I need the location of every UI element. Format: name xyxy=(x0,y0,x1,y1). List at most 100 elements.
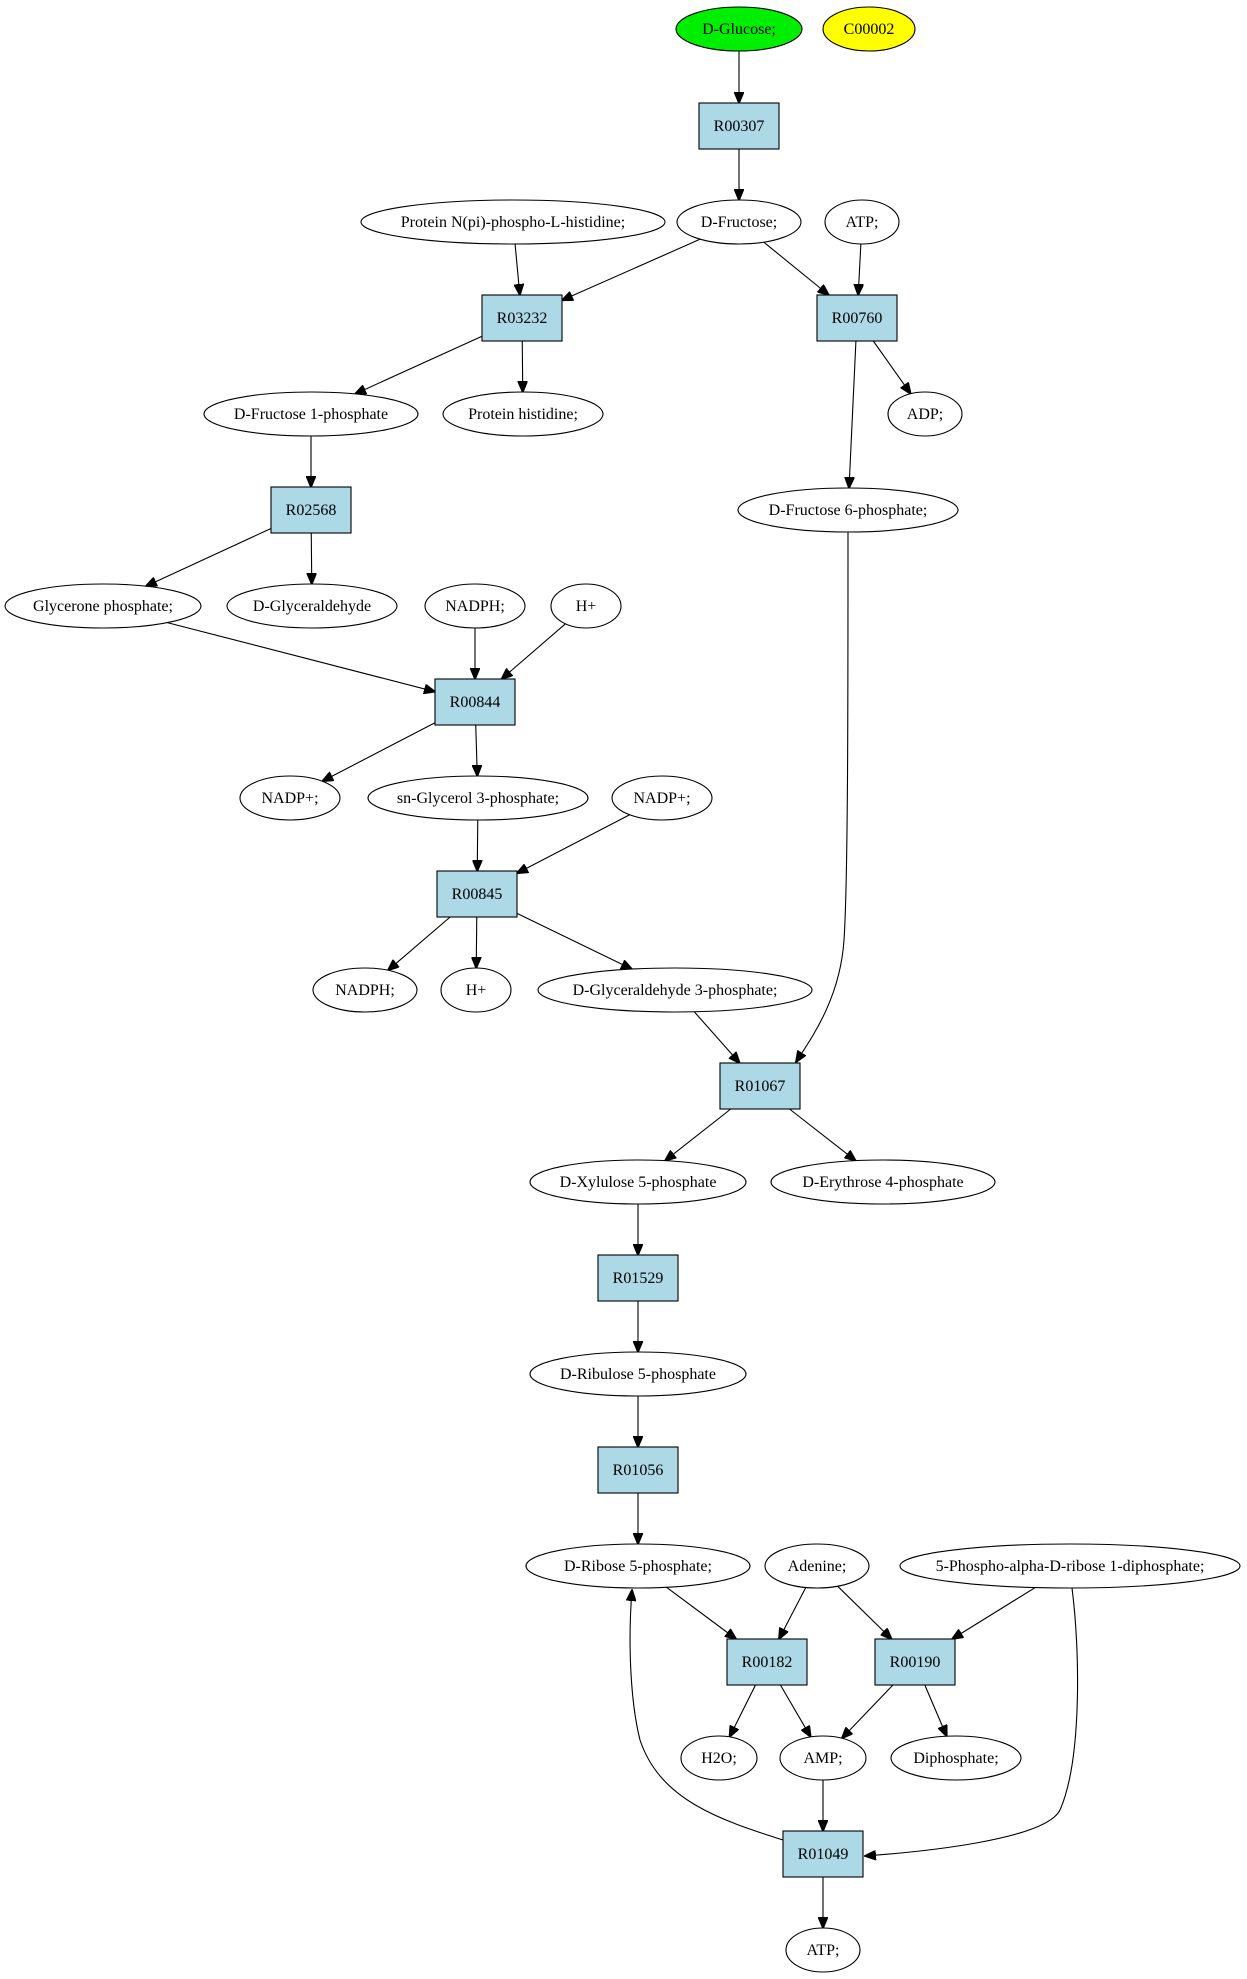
compound-ellipse xyxy=(367,775,589,821)
reaction-node-r01049: R01049 xyxy=(782,1830,864,1878)
compound-ellipse xyxy=(785,1927,861,1973)
edge-r03232-to-protein_his xyxy=(522,340,523,392)
reaction-box xyxy=(816,294,898,342)
node-label: sn-Glycerol 3-phosphate; xyxy=(397,790,559,807)
compound-ellipse xyxy=(360,199,666,245)
compound-node-fructose: D-Fructose; xyxy=(676,199,802,245)
node-label: R00182 xyxy=(742,1654,793,1671)
node-label: R00307 xyxy=(714,118,765,135)
compound-node-atp2: ATP; xyxy=(785,1927,861,1973)
edge-r00845-to-nadph2 xyxy=(388,916,451,970)
node-label: C00002 xyxy=(844,21,895,38)
node-label: ATP; xyxy=(846,214,879,231)
compound-node-nadp1: NADP+; xyxy=(239,775,341,821)
edge-r00845-to-g3p xyxy=(516,912,632,969)
edge-r00760-to-f6p xyxy=(849,340,857,488)
compound-node-nadp2: NADP+; xyxy=(611,775,713,821)
edge-r01049-to-r5p xyxy=(630,1590,784,1841)
edge-hplus1-to-r00844 xyxy=(502,623,566,679)
node-label: D-Ribose 5-phosphate; xyxy=(564,1558,712,1575)
compound-node-e4p: D-Erythrose 4-phosphate xyxy=(770,1159,996,1205)
edge-r00845-to-hplus2 xyxy=(476,916,477,968)
node-label: NADPH; xyxy=(445,598,505,615)
compound-node-g3p: D-Glyceraldehyde 3-phosphate; xyxy=(537,967,813,1013)
node-label: Diphosphate; xyxy=(913,1750,998,1767)
edge-f6p-to-r01067 xyxy=(796,531,849,1062)
edge-glycerone_p-to-r00844 xyxy=(167,622,435,692)
edge-fructose-to-r03232 xyxy=(562,238,701,300)
compound-ellipse xyxy=(312,967,418,1013)
edge-r01067-to-xu5p xyxy=(665,1108,732,1161)
edge-r00182-to-h2o xyxy=(730,1684,756,1737)
compound-ellipse xyxy=(770,1159,996,1205)
reaction-node-r00190: R00190 xyxy=(874,1638,956,1686)
edge-glycerol3p-to-r00845 xyxy=(477,819,478,871)
compound-node-protein_nphis: Protein N(pi)-phospho-L-histidine; xyxy=(360,199,666,245)
compound-node-prpp: 5-Phospho-alpha-D-ribose 1-diphosphate; xyxy=(899,1543,1241,1589)
edge-protein_nphis-to-r03232 xyxy=(515,243,520,295)
compound-ellipse xyxy=(899,1543,1241,1589)
node-label: D-Fructose 1-phosphate xyxy=(234,406,388,423)
edge-adenine-to-r00182 xyxy=(779,1587,807,1639)
node-label: 5-Phospho-alpha-D-ribose 1-diphosphate; xyxy=(936,1558,1205,1575)
compound-node-nadph2: NADPH; xyxy=(312,967,418,1013)
node-label: Glycerone phosphate; xyxy=(33,598,173,615)
edge-r00844-to-nadp1 xyxy=(322,722,436,781)
node-label: Adenine; xyxy=(788,1558,847,1575)
compound-ellipse xyxy=(424,583,526,629)
node-label: D-Erythrose 4-phosphate xyxy=(802,1174,963,1191)
compound-node-protein_his: Protein histidine; xyxy=(442,391,604,437)
reaction-node-r00844: R00844 xyxy=(434,678,516,726)
compound-node-nadph1: NADPH; xyxy=(424,583,526,629)
compound-node-glycerol3p: sn-Glycerol 3-phosphate; xyxy=(367,775,589,821)
compound-ellipse xyxy=(537,967,813,1013)
compound-node-hplus1: H+ xyxy=(550,583,622,629)
compound-ellipse xyxy=(675,6,803,52)
compound-node-atp1: ATP; xyxy=(824,199,900,245)
node-label: H+ xyxy=(466,982,487,999)
reaction-box xyxy=(698,102,780,150)
edge-layer xyxy=(146,51,1079,1928)
compound-ellipse xyxy=(764,1543,870,1589)
compound-node-xu5p: D-Xylulose 5-phosphate xyxy=(529,1159,747,1205)
reaction-node-r01529: R01529 xyxy=(597,1254,679,1302)
edge-r01067-to-e4p xyxy=(789,1108,855,1161)
reaction-box xyxy=(436,870,518,918)
node-label: D-Ribulose 5-phosphate xyxy=(560,1366,716,1383)
compound-node-adp: ADP; xyxy=(887,391,963,437)
edge-r00760-to-adp xyxy=(872,340,910,394)
reaction-box xyxy=(597,1254,679,1302)
compound-node-amp: AMP; xyxy=(779,1735,867,1781)
compound-node-c00002: C00002 xyxy=(822,6,916,52)
edge-g3p-to-r01067 xyxy=(693,1011,739,1063)
node-label: D-Xylulose 5-phosphate xyxy=(560,1174,717,1191)
reaction-box xyxy=(270,486,352,534)
compound-node-glyceraldehyde: D-Glyceraldehyde xyxy=(226,583,398,629)
node-label: R00760 xyxy=(832,310,883,327)
edge-r00190-to-amp xyxy=(842,1684,894,1738)
edge-r02568-to-glycerone_p xyxy=(146,527,272,586)
compound-ellipse xyxy=(442,391,604,437)
reaction-box xyxy=(481,294,563,342)
node-label: R00190 xyxy=(890,1654,941,1671)
compound-ellipse xyxy=(824,199,900,245)
node-label: H2O; xyxy=(701,1750,737,1767)
reaction-node-r01056: R01056 xyxy=(597,1446,679,1494)
compound-ellipse xyxy=(226,583,398,629)
compound-ellipse xyxy=(529,1159,747,1205)
compound-ellipse xyxy=(779,1735,867,1781)
node-label: R03232 xyxy=(497,310,548,327)
compound-ellipse xyxy=(680,1735,758,1781)
reaction-box xyxy=(874,1638,956,1686)
edge-atp1-to-r00760 xyxy=(858,243,861,295)
compound-ellipse xyxy=(887,391,963,437)
node-label: D-Fructose 6-phosphate; xyxy=(769,502,928,519)
node-label: ATP; xyxy=(807,1942,840,1959)
compound-ellipse xyxy=(529,1351,747,1397)
node-label: R02568 xyxy=(286,502,337,519)
reaction-box xyxy=(719,1062,801,1110)
node-label: ADP; xyxy=(907,406,943,423)
compound-node-h2o: H2O; xyxy=(680,1735,758,1781)
compound-node-f6p: D-Fructose 6-phosphate; xyxy=(737,487,959,533)
